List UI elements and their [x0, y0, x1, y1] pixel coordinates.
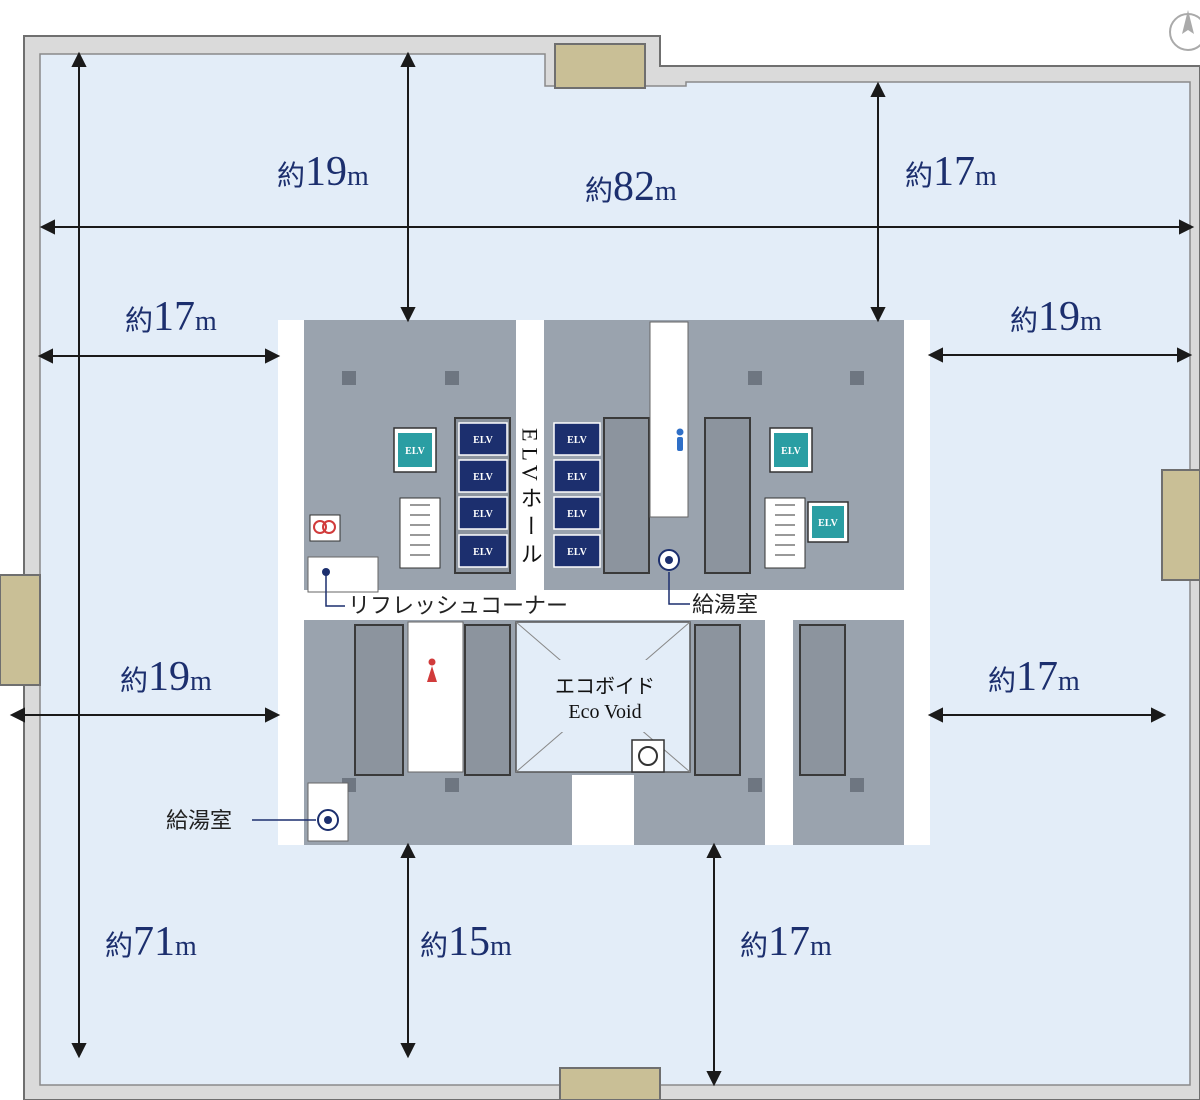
corridor-left [278, 320, 304, 845]
male-restroom-icon [676, 428, 684, 451]
structural-columns [342, 371, 864, 792]
elevator-label: ELV [473, 547, 493, 558]
pantry-core-label: 給湯室 [692, 592, 758, 617]
elevator-label: ELV [567, 435, 587, 446]
dim-left-lower-width: 約19m [120, 654, 212, 700]
dim-bottom-right-depth: 約17m [740, 919, 832, 965]
elv-hall-label: ELVホール [518, 428, 543, 571]
void-pantry-box [631, 739, 665, 773]
female-restroom-icon [427, 658, 437, 682]
eco-void-label-ja: エコボイド [555, 675, 655, 698]
elevator-label: ELV [567, 472, 587, 483]
perimeter-shaft-right [1161, 469, 1200, 581]
elevator: ELV [458, 459, 508, 493]
elevator: ELV [553, 534, 601, 568]
refresh-corner-label: リフレッシュコーナー [348, 593, 568, 618]
dim-overall-depth: 約71m [105, 919, 197, 965]
pantry-icon [658, 549, 680, 571]
elevator-label: ELV [405, 446, 425, 457]
dim-left-upper-width: 約17m [125, 294, 217, 340]
pantry-icon [317, 809, 339, 831]
pantry-core-leader [668, 572, 690, 605]
perimeter-shaft-left [0, 574, 41, 686]
dim-bottom-mid-depth: 約15m [420, 919, 512, 965]
core-right-passage [765, 620, 793, 845]
female-restroom [407, 621, 464, 773]
elevator: ELV [553, 459, 601, 493]
perimeter-shaft-top [554, 43, 646, 89]
elevator: ELV [553, 496, 601, 530]
elevator-label: ELV [473, 509, 493, 520]
refresh-corner-leader [325, 572, 345, 607]
stairs-right [764, 497, 806, 569]
elevator-label: ELV [781, 446, 801, 457]
corridor-right [904, 320, 930, 845]
elevator: ELV [553, 422, 601, 456]
dim-top-left-depth: 約19m [277, 149, 369, 195]
elevator-teal: ELV [769, 427, 813, 473]
stairs-left [399, 497, 441, 569]
elevator: ELV [458, 422, 508, 456]
dimension-lines [9, 51, 1195, 1087]
eco-void-label-en: Eco Void [568, 701, 641, 723]
refresh-corner-room [307, 556, 379, 593]
perimeter-shaft-bottom [559, 1067, 661, 1100]
elevator-label: ELV [567, 509, 587, 520]
dim-overall-width: 約82m [585, 164, 677, 210]
dim-right-lower-width: 約17m [988, 654, 1080, 700]
core-bottom-opening [572, 775, 634, 845]
pantry-left-label: 給湯室 [166, 808, 232, 833]
elevator-label: ELV [473, 472, 493, 483]
male-restroom [649, 321, 689, 518]
elevator: ELV [458, 496, 508, 530]
elevator-label: ELV [818, 518, 838, 529]
dim-right-upper-width: 約19m [1010, 294, 1102, 340]
corridor-horizontal [278, 590, 930, 620]
elevator-label: ELV [473, 435, 493, 446]
pantry-icon [638, 746, 658, 766]
elevator-label: ELV [567, 547, 587, 558]
elevator: ELV [458, 534, 508, 568]
elevator-teal: ELV [807, 501, 849, 543]
north-arrow-icon [1169, 10, 1200, 51]
elevator-teal: ELV [393, 427, 437, 473]
dim-top-right-depth: 約17m [905, 149, 997, 195]
aed-icon [309, 514, 341, 542]
elv-hall-floor [516, 320, 544, 590]
